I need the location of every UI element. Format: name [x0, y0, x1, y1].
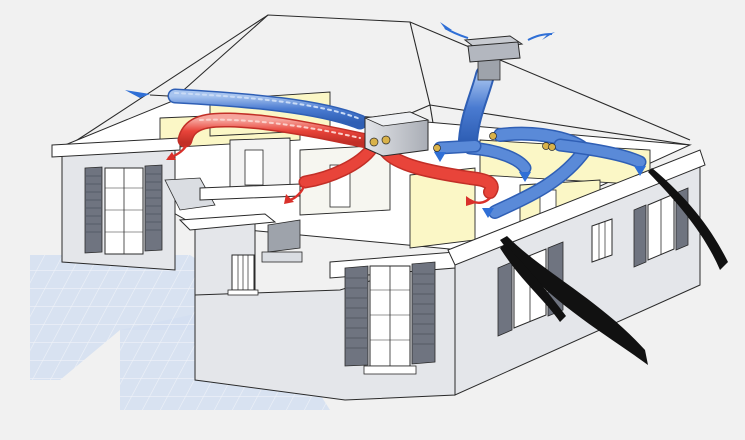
roof-fan-icon: [463, 35, 524, 81]
left-wing-walls: [51, 137, 216, 271]
fresh-air-ducts: [167, 65, 647, 219]
airflow-arrow-icon: [125, 22, 646, 218]
front-wing-walls: [178, 183, 456, 401]
wind-swoosh-icon: [500, 168, 728, 365]
extract-air-ducts: [177, 112, 499, 199]
right-wing-walls: [447, 149, 706, 396]
vent-grille-icon: [369, 132, 556, 152]
shutter-icon: [84, 164, 163, 254]
ventilation-unit: [363, 111, 556, 157]
